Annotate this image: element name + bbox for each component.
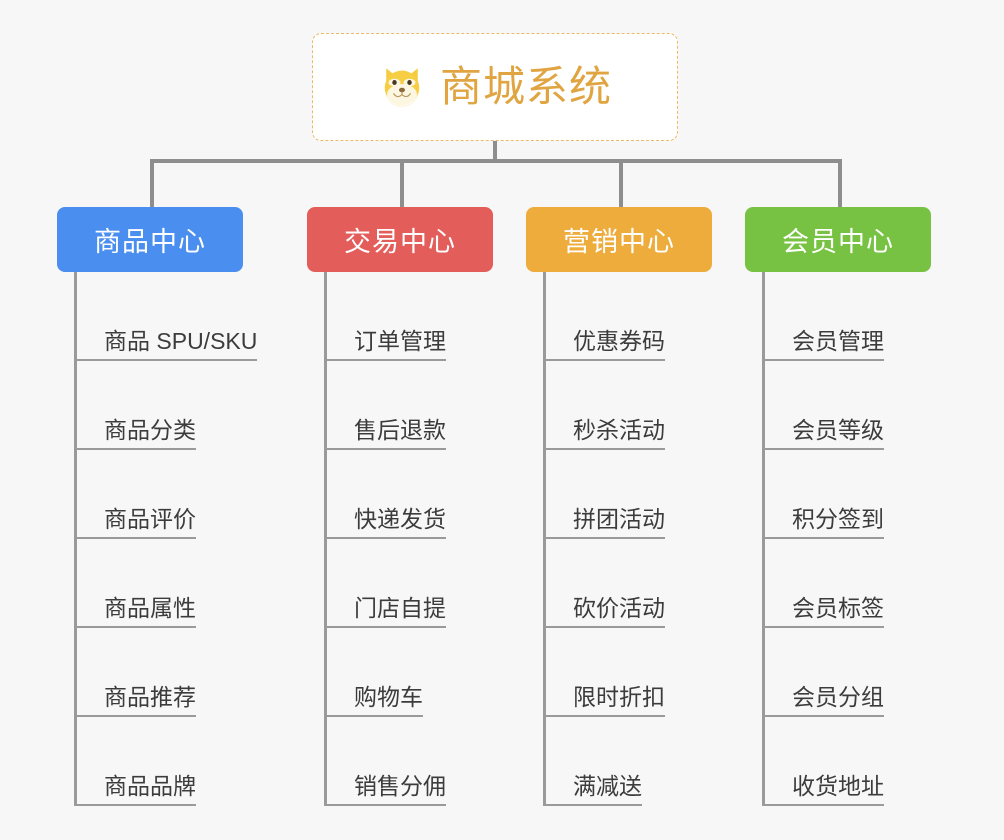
list-item[interactable]: 优惠券码 [543, 272, 712, 361]
list-item[interactable]: 商品分类 [74, 361, 257, 450]
connector-root-stem [493, 141, 497, 162]
list-item[interactable]: 秒杀活动 [543, 361, 712, 450]
branch-header-trade-center[interactable]: 交易中心 [307, 207, 493, 272]
list-item[interactable]: 门店自提 [324, 539, 493, 628]
branch-items-member-center: 会员管理 会员等级 积分签到 会员标签 会员分组 收货地址 [762, 272, 931, 806]
list-item-label: 门店自提 [324, 595, 446, 628]
connector-drop-1 [150, 159, 154, 207]
list-item[interactable]: 商品评价 [74, 450, 257, 539]
list-item-label: 会员分组 [762, 684, 884, 717]
connector-drop-3 [619, 159, 623, 207]
list-item-label: 商品 SPU/SKU [74, 328, 258, 361]
list-item-label: 商品品牌 [74, 773, 196, 806]
list-item-label: 拼团活动 [543, 506, 665, 539]
list-item-label: 商品分类 [74, 417, 196, 450]
branch-marketing-center: 营销中心 优惠券码 秒杀活动 拼团活动 砍价活动 限时折扣 满减送 [526, 207, 712, 806]
branch-title: 营销中心 [563, 227, 675, 257]
list-item[interactable]: 商品属性 [74, 539, 257, 628]
list-item[interactable]: 拼团活动 [543, 450, 712, 539]
list-item-label: 积分签到 [762, 506, 884, 539]
list-item-label: 销售分佣 [324, 773, 446, 806]
list-item-label: 商品属性 [74, 595, 196, 628]
list-item[interactable]: 会员标签 [762, 539, 931, 628]
branch-header-member-center[interactable]: 会员中心 [745, 207, 931, 272]
list-item[interactable]: 积分签到 [762, 450, 931, 539]
list-item[interactable]: 限时折扣 [543, 628, 712, 717]
dog-face-icon [384, 68, 420, 108]
list-item-label: 商品推荐 [74, 684, 196, 717]
root-title: 商城系统 [439, 63, 612, 110]
branch-product-center: 商品中心 商品 SPU/SKU 商品分类 商品评价 商品属性 商品推荐 商品品牌 [57, 207, 258, 806]
branch-spine [74, 272, 77, 806]
branch-spine [762, 272, 765, 806]
list-item-label: 满减送 [543, 773, 642, 806]
branch-trade-center: 交易中心 订单管理 售后退款 快递发货 门店自提 购物车 销售分佣 [307, 207, 493, 806]
list-item[interactable]: 砍价活动 [543, 539, 712, 628]
list-item[interactable]: 销售分佣 [324, 717, 493, 806]
branch-header-marketing-center[interactable]: 营销中心 [526, 207, 712, 272]
list-item-label: 会员管理 [762, 328, 884, 361]
branch-spine [324, 272, 327, 806]
connector-horizontal-bus [150, 159, 840, 163]
branch-items-product-center: 商品 SPU/SKU 商品分类 商品评价 商品属性 商品推荐 商品品牌 [74, 272, 258, 806]
list-item-label: 购物车 [324, 684, 423, 717]
branch-title: 会员中心 [782, 227, 894, 257]
list-item-label: 会员标签 [762, 595, 884, 628]
branch-title: 交易中心 [344, 227, 456, 257]
branch-items-marketing-center: 优惠券码 秒杀活动 拼团活动 砍价活动 限时折扣 满减送 [543, 272, 712, 806]
list-item-label: 优惠券码 [543, 328, 665, 361]
list-item-label: 售后退款 [324, 417, 446, 450]
list-item-label: 秒杀活动 [543, 417, 665, 450]
list-item-label: 订单管理 [324, 328, 446, 361]
list-item-label: 限时折扣 [543, 684, 665, 717]
branch-title: 商品中心 [94, 227, 206, 257]
list-item[interactable]: 收货地址 [762, 717, 931, 806]
list-item[interactable]: 商品推荐 [74, 628, 257, 717]
list-item[interactable]: 购物车 [324, 628, 493, 717]
list-item-label: 商品评价 [74, 506, 196, 539]
list-item-label: 砍价活动 [543, 595, 665, 628]
branch-header-product-center[interactable]: 商品中心 [57, 207, 243, 272]
list-item-label: 会员等级 [762, 417, 884, 450]
branch-member-center: 会员中心 会员管理 会员等级 积分签到 会员标签 会员分组 收货地址 [745, 207, 931, 806]
list-item-label: 快递发货 [324, 506, 446, 539]
list-item[interactable]: 商品 SPU/SKU [74, 272, 258, 361]
list-item[interactable]: 商品品牌 [74, 717, 257, 806]
list-item[interactable]: 会员管理 [762, 272, 931, 361]
list-item-label: 收货地址 [762, 773, 884, 806]
list-item[interactable]: 会员等级 [762, 361, 931, 450]
branch-items-trade-center: 订单管理 售后退款 快递发货 门店自提 购物车 销售分佣 [324, 272, 493, 806]
list-item[interactable]: 快递发货 [324, 450, 493, 539]
root-node[interactable]: 商城系统 [312, 33, 678, 141]
list-item[interactable]: 会员分组 [762, 628, 931, 717]
connector-drop-4 [838, 159, 842, 207]
connector-drop-2 [400, 159, 404, 207]
branch-spine [543, 272, 546, 806]
list-item[interactable]: 满减送 [543, 717, 712, 806]
list-item[interactable]: 售后退款 [324, 361, 493, 450]
list-item[interactable]: 订单管理 [324, 272, 493, 361]
